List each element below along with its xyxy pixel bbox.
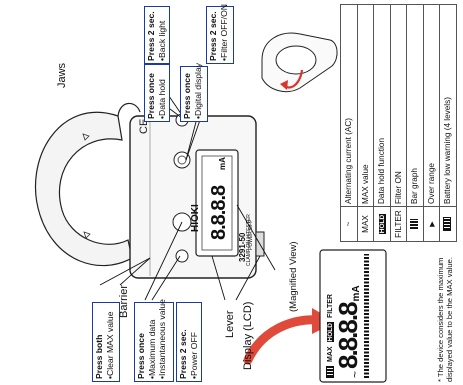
- magnify-arrow: [248, 320, 320, 360]
- legend-symbol: MAX: [357, 207, 374, 242]
- label-magnified-view: (Magnified View): [288, 241, 299, 312]
- legend-symbol: FILTER: [390, 207, 407, 242]
- magnified-lcd-content: MAX HOLD FILTER ~ 8.8.8.8 mA: [324, 254, 382, 378]
- inset-lever-illustration: [262, 33, 337, 92]
- device-power-label: POWER OFF: [248, 220, 254, 250]
- device-reading: 8.8.8.8: [208, 186, 231, 240]
- legend-description: Alternating current (AC): [341, 5, 358, 207]
- callout-power-off: Press 2 sec. Power OFF: [176, 302, 202, 382]
- legend-symbol-text: MAX: [361, 215, 370, 233]
- legend-description: MAX value: [357, 5, 374, 207]
- bar-graph-icon: [410, 219, 418, 229]
- legend-description: Over range: [423, 5, 440, 207]
- legend-row: MAX MAX value: [357, 5, 374, 242]
- callout-back-light: Press 2 sec. Back light: [144, 6, 170, 64]
- callout-clear-max: Press both Clear MAX value: [92, 302, 120, 382]
- device-unit: mA: [218, 157, 227, 170]
- callout-max-data: Press once Maximum data Instantaneous va…: [134, 302, 174, 382]
- footnote: * The device considers the maximum displ…: [436, 232, 454, 382]
- label-lever: Lever: [224, 310, 236, 338]
- legend-symbol: HOLD: [374, 207, 391, 242]
- callout-filter: Press 2 sec. Filter OFF/ON: [206, 6, 234, 64]
- battery-icon: [443, 217, 451, 231]
- legend-description: Data hold function: [374, 5, 391, 207]
- legend-description: Bar graph: [407, 5, 424, 207]
- legend-symbol-text: ~: [344, 222, 353, 227]
- legend-symbol: [407, 207, 424, 242]
- legend-row: Bar graph: [407, 5, 424, 242]
- label-jaws: Jaws: [56, 63, 68, 88]
- mag-unit: mA: [351, 285, 362, 301]
- legend-row: FILTER Filter ON: [390, 5, 407, 242]
- legend-row: ▶ Over range: [423, 5, 440, 242]
- legend-symbol-text: FILTER: [394, 210, 403, 238]
- legend-row: HOLD Data hold function: [374, 5, 391, 242]
- label-barrier: Barrier: [118, 285, 130, 318]
- mag-reading: 8.8.8.8: [334, 303, 362, 369]
- label-display-lcd: Display (LCD): [242, 302, 254, 370]
- device-brand: HIOKI: [190, 204, 201, 232]
- legend-row: ~ Alternating current (AC): [341, 5, 358, 242]
- callout-data-hold: Press once Data hold: [144, 64, 170, 122]
- legend-row: Battery low warning (4 levels): [440, 5, 457, 242]
- over-range-icon: ▶: [429, 221, 436, 226]
- mag-bar-graph: [364, 254, 369, 378]
- legend-symbol: ~: [341, 207, 358, 242]
- legend-description: Battery low warning (4 levels): [440, 5, 457, 207]
- mag-ac-symbol: ~: [348, 371, 362, 378]
- legend-description: Filter ON: [390, 5, 407, 207]
- hold-badge: HOLD: [379, 214, 386, 234]
- callout-digital-display: Press once Digital display: [180, 66, 208, 122]
